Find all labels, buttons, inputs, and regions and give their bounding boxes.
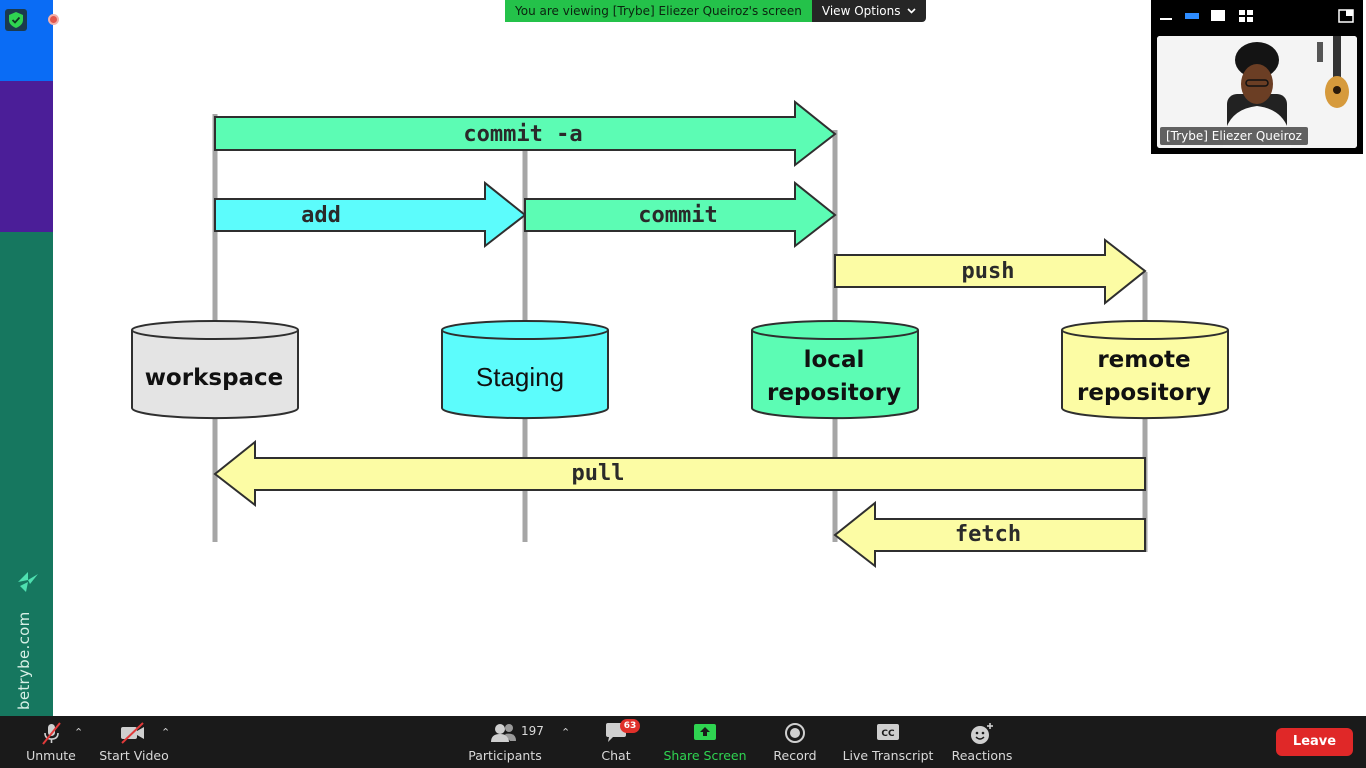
video-panel: [Trybe] Eliezer Queiroz bbox=[1151, 0, 1363, 154]
workspace-label: workspace bbox=[145, 365, 284, 391]
chevron-down-icon bbox=[906, 8, 916, 14]
view-options-button[interactable]: View Options bbox=[811, 0, 926, 22]
push-arrow bbox=[834, 237, 1147, 306]
record-label: Record bbox=[773, 748, 817, 763]
gallery-view-icon[interactable] bbox=[1238, 8, 1254, 22]
participants-label: Participants bbox=[468, 748, 542, 763]
pull-label: pull bbox=[572, 461, 625, 486]
push-label: push bbox=[962, 259, 1015, 284]
share-screen-button[interactable]: Share Screen bbox=[663, 716, 747, 768]
brand-url: betrybe.com bbox=[15, 611, 33, 710]
reactions-smiley-icon bbox=[971, 723, 993, 744]
unmute-button[interactable]: Unmute bbox=[24, 716, 78, 768]
start-video-button[interactable]: Start Video bbox=[99, 716, 169, 768]
leave-button[interactable]: Leave bbox=[1276, 728, 1353, 756]
share-screen-label: Share Screen bbox=[663, 748, 747, 763]
speaker-view-icon[interactable] bbox=[1184, 8, 1200, 22]
participants-icon bbox=[491, 724, 516, 742]
share-screen-icon bbox=[694, 724, 716, 740]
svg-text:CC: CC bbox=[881, 729, 895, 739]
minimize-icon[interactable] bbox=[1160, 8, 1172, 22]
audio-options-caret[interactable]: ⌃ bbox=[74, 726, 84, 739]
add-arrow bbox=[214, 180, 527, 249]
reactions-label: Reactions bbox=[951, 748, 1013, 763]
shield-check-icon[interactable] bbox=[5, 9, 27, 31]
participant-video[interactable]: [Trybe] Eliezer Queiroz bbox=[1157, 36, 1357, 148]
chat-unread-badge: 63 bbox=[620, 719, 640, 733]
chat-label: Chat bbox=[601, 748, 631, 763]
live-transcript-label: Live Transcript bbox=[842, 748, 934, 763]
sidebar-purple-band bbox=[0, 81, 53, 232]
remote-repository-store: remote repository bbox=[1061, 320, 1229, 420]
live-transcript-button[interactable]: CC Live Transcript bbox=[842, 716, 934, 768]
unmute-label: Unmute bbox=[26, 748, 76, 763]
view-options-label: View Options bbox=[821, 4, 901, 18]
staging-label: Staging bbox=[476, 362, 564, 392]
add-label: add bbox=[301, 203, 341, 228]
fetch-label: fetch bbox=[955, 522, 1021, 547]
fetch-arrow bbox=[833, 500, 1146, 569]
screen-share-banner: You are viewing [Trybe] Eliezer Queiroz'… bbox=[505, 0, 926, 22]
sidebar-green-band bbox=[0, 232, 53, 716]
viewing-message: You are viewing [Trybe] Eliezer Queiroz'… bbox=[505, 0, 812, 22]
exit-fullscreen-icon[interactable] bbox=[1338, 8, 1354, 23]
video-options-caret[interactable]: ⌃ bbox=[161, 726, 171, 739]
remote-label-line2: repository bbox=[1077, 380, 1211, 406]
participant-video-frame bbox=[1157, 36, 1357, 148]
closed-caption-icon: CC bbox=[877, 724, 899, 740]
commit-arrow bbox=[524, 180, 837, 249]
local-label-line2: repository bbox=[767, 380, 901, 406]
commit-a-label: commit -a bbox=[463, 122, 582, 147]
recording-indicator-icon bbox=[48, 14, 59, 25]
meeting-toolbar: Unmute ⌃ Start Video ⌃ Participants 197 … bbox=[0, 716, 1366, 768]
pull-arrow bbox=[213, 439, 1146, 508]
participants-count: 197 bbox=[521, 724, 544, 738]
microphone-muted-icon bbox=[42, 722, 61, 745]
participants-options-caret[interactable]: ⌃ bbox=[561, 726, 571, 739]
workspace-store: workspace bbox=[131, 320, 299, 420]
video-panel-controls bbox=[1151, 0, 1363, 30]
record-icon bbox=[785, 723, 805, 743]
staging-store: Staging bbox=[441, 320, 609, 420]
trybe-logo bbox=[16, 570, 40, 594]
record-button[interactable]: Record bbox=[771, 716, 819, 768]
brand-sidebar: betrybe.com bbox=[0, 0, 53, 716]
remote-label-line1: remote bbox=[1097, 347, 1190, 373]
commit-a-arrow bbox=[214, 99, 837, 168]
local-label-line1: local bbox=[804, 347, 865, 373]
video-camera-off-icon bbox=[121, 722, 144, 744]
participant-name-tag: [Trybe] Eliezer Queiroz bbox=[1160, 127, 1308, 145]
start-video-label: Start Video bbox=[99, 748, 169, 763]
commit-label: commit bbox=[638, 203, 717, 228]
participants-button[interactable]: Participants bbox=[468, 716, 542, 768]
git-workflow-diagram: commit -a add commit push workspace Stag… bbox=[131, 99, 1229, 569]
shared-screen-diagram: commit -a add commit push workspace Stag… bbox=[53, 22, 1366, 716]
local-repository-store: local repository bbox=[751, 320, 919, 420]
reactions-button[interactable]: Reactions bbox=[951, 716, 1013, 768]
single-video-icon[interactable] bbox=[1210, 8, 1226, 22]
